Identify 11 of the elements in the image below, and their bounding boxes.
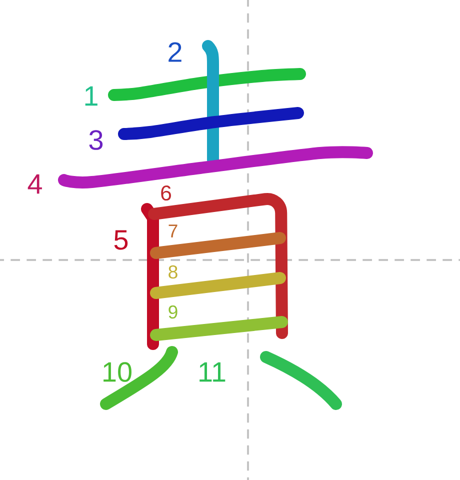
stroke-number: 5: [114, 230, 128, 250]
stroke-number: 6: [161, 185, 171, 201]
stroke-number: 9: [168, 305, 178, 319]
stroke-number: 3: [89, 130, 103, 150]
stroke-number: 8: [168, 265, 178, 279]
stroke-number: 2: [168, 42, 182, 62]
stroke-number: 4: [28, 174, 42, 194]
stroke-number: 11: [200, 362, 226, 382]
stroke-number: 10: [104, 362, 132, 382]
stroke-number: 7: [168, 224, 178, 238]
stroke-number: 1: [85, 86, 98, 106]
